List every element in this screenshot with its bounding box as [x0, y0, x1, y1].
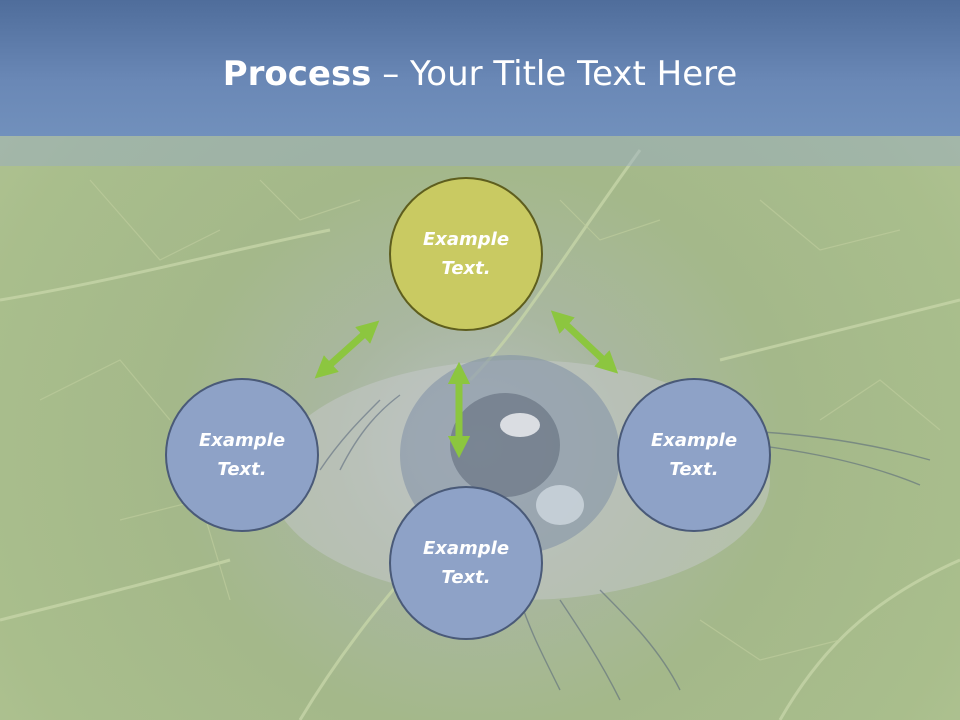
title-bold-part: Process [222, 54, 372, 94]
title-rest-part: – Your Title Text Here [371, 54, 738, 94]
slide-title: Process – Your Title Text Here [0, 52, 960, 96]
process-step-label: Example Text. [422, 229, 510, 279]
double-arrow-icon [314, 320, 380, 379]
process-step-label: Example Text. [650, 430, 738, 480]
title-bar-shadow-band [0, 136, 960, 166]
process-step-top: Example Text. [389, 177, 543, 331]
process-step-right: Example Text. [617, 378, 771, 532]
process-step-bottom: Example Text. [389, 486, 543, 640]
process-step-label: Example Text. [198, 430, 286, 480]
title-bar [0, 0, 960, 136]
process-step-left: Example Text. [165, 378, 319, 532]
process-step-label: Example Text. [422, 538, 510, 588]
double-arrow-icon [550, 310, 619, 374]
